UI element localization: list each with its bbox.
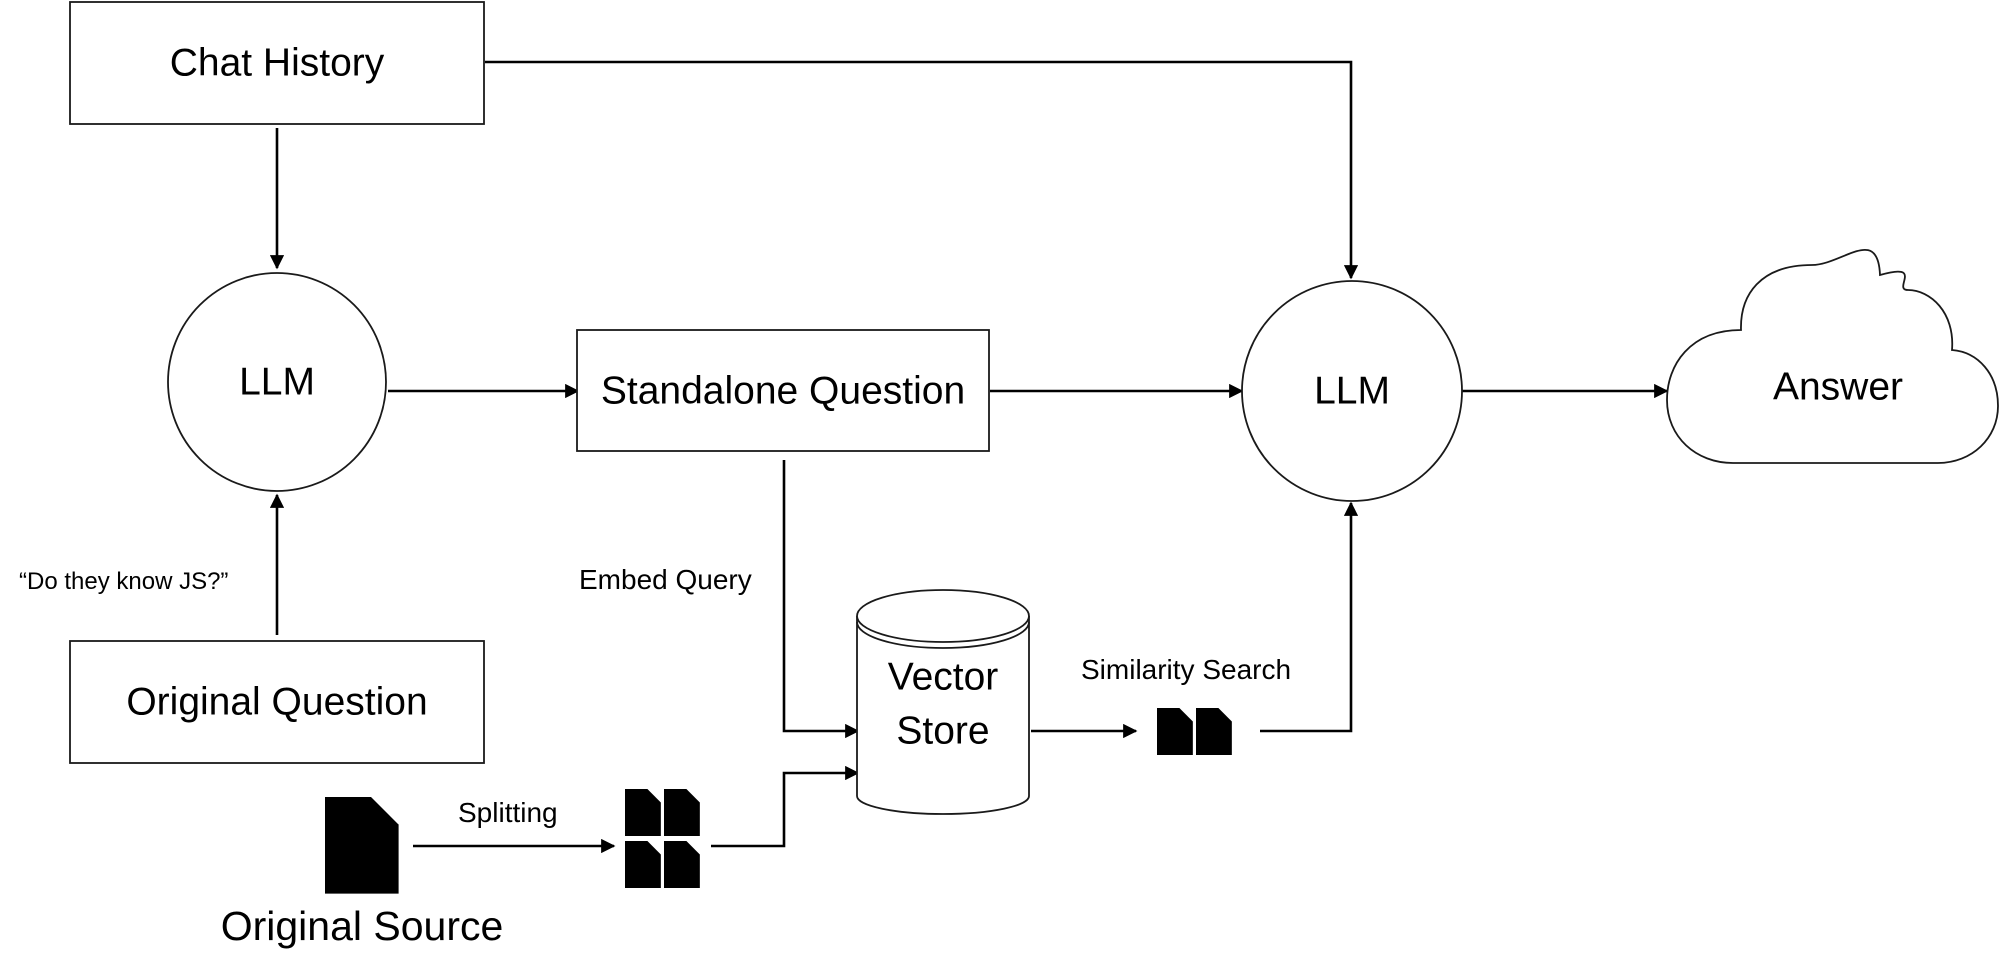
- chat-history-label: Chat History: [170, 42, 385, 85]
- connectors: [269, 60, 1669, 854]
- llm-left-node: LLM: [167, 272, 387, 492]
- original-question-node: Original Question: [69, 640, 485, 764]
- llm-right-label: LLM: [1314, 370, 1390, 413]
- llm-left-label: LLM: [239, 361, 315, 404]
- embed-query-label: Embed Query: [579, 564, 752, 595]
- answer-node: Answer: [1666, 249, 1999, 464]
- cylinder-body: [856, 616, 1030, 815]
- cylinder-top: [856, 589, 1030, 643]
- original-question-label: Original Question: [126, 681, 427, 724]
- original-question-quote: “Do they know JS?”: [19, 568, 228, 595]
- edge-chunks-to-vector-store: [711, 765, 860, 848]
- splitting-label: Splitting: [458, 797, 558, 828]
- original-source-label: Original Source: [221, 903, 504, 949]
- standalone-question-node: Standalone Question: [576, 329, 990, 452]
- edge-documents-to-llm-right: [1260, 501, 1359, 733]
- edge-chat-history-to-llm-right: [485, 60, 1359, 280]
- document-icon: [325, 797, 399, 894]
- cloud-shape: [1666, 249, 1999, 464]
- standalone-question-label: Standalone Question: [601, 370, 965, 413]
- llm-right-node: LLM: [1241, 280, 1463, 502]
- edge-embed-query-to-vector-store: [782, 460, 860, 739]
- vector-store-label-line1: Vector: [888, 656, 999, 699]
- answer-label: Answer: [1773, 366, 1903, 409]
- similarity-search-label: Similarity Search: [1081, 654, 1291, 685]
- document-chunks-icon: [625, 789, 700, 889]
- vector-store-label-line2: Store: [896, 710, 989, 753]
- chat-history-node: Chat History: [69, 1, 485, 125]
- documents-icon: [1157, 708, 1232, 756]
- cylinder-rim: [856, 621, 1030, 649]
- vector-store-node: Vector Store: [856, 589, 1030, 815]
